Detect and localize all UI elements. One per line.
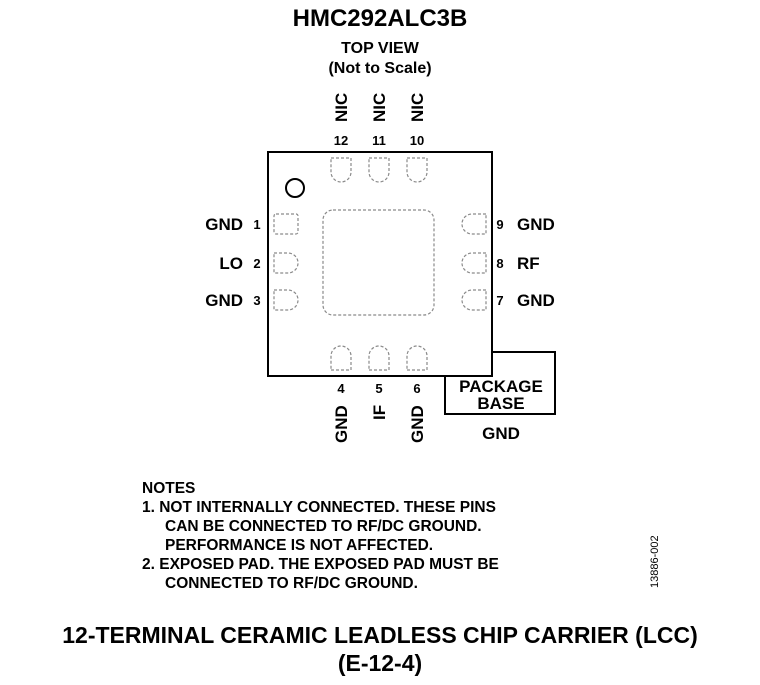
- note-2-line-1: 2. EXPOSED PAD. THE EXPOSED PAD MUST BE: [142, 556, 499, 573]
- pin-5-number: 5: [375, 381, 382, 396]
- pin-8-number: 8: [496, 256, 503, 271]
- note-1-line-1: 1. NOT INTERNALLY CONNECTED. THESE PINS: [142, 499, 496, 516]
- pin-3-pad: [273, 289, 299, 311]
- pin-5-pad: [368, 345, 390, 371]
- top-view-label: TOP VIEW: [341, 40, 420, 57]
- pin-12-label: NIC: [332, 93, 351, 122]
- note-1-line-2: CAN BE CONNECTED TO RF/DC GROUND.: [165, 518, 482, 535]
- pin-2-pad: [273, 252, 299, 274]
- pin-8-pad: [461, 252, 487, 274]
- pin-9-pad: [461, 213, 487, 235]
- pin-1-pad: [273, 213, 299, 235]
- pin-10-number: 10: [410, 133, 424, 148]
- pin-8-label: RF: [517, 254, 540, 273]
- pin-6-label: GND: [408, 405, 427, 443]
- part-number-title: HMC292ALC3B: [293, 5, 468, 32]
- pin1-indicator-icon: [285, 178, 305, 198]
- pin-10-label: NIC: [408, 93, 427, 122]
- pin-3-number: 3: [253, 293, 260, 308]
- package-base-line1: PACKAGE: [459, 377, 543, 396]
- pin-9-label: GND: [517, 215, 555, 234]
- note-1-line-3: PERFORMANCE IS NOT AFFECTED.: [165, 537, 433, 554]
- figure-code: 13886-002: [649, 535, 661, 588]
- pin-11-pad: [368, 157, 390, 183]
- not-to-scale-label: (Not to Scale): [328, 60, 431, 77]
- pin-3-label: GND: [205, 291, 243, 310]
- pin-7-label: GND: [517, 291, 555, 310]
- pin-1-number: 1: [253, 217, 260, 232]
- pin-1-label: GND: [205, 215, 243, 234]
- package-base-gnd-label: GND: [482, 424, 520, 443]
- pin-7-number: 7: [496, 293, 503, 308]
- exposed-pad: [322, 209, 435, 316]
- package-description: 12-TERMINAL CERAMIC LEADLESS CHIP CARRIE…: [62, 622, 698, 648]
- pin-9-number: 9: [496, 217, 503, 232]
- pin-2-label: LO: [219, 254, 243, 273]
- pin-5-label: IF: [370, 405, 389, 420]
- chip-body: [267, 151, 493, 377]
- pin-4-number: 4: [337, 381, 345, 396]
- pin-2-number: 2: [253, 256, 260, 271]
- pin-12-number: 12: [334, 133, 348, 148]
- package-base-line2: BASE: [477, 394, 524, 413]
- pin-11-label: NIC: [370, 93, 389, 122]
- package-code: (E-12-4): [338, 650, 422, 676]
- pin-10-pad: [406, 157, 428, 183]
- pin-4-pad: [330, 345, 352, 371]
- pin-7-pad: [461, 289, 487, 311]
- pin-12-pad: [330, 157, 352, 183]
- pin-6-pad: [406, 345, 428, 371]
- pin-11-number: 11: [372, 133, 386, 148]
- pin-6-number: 6: [413, 381, 420, 396]
- pin-4-label: GND: [332, 405, 351, 443]
- notes-heading: NOTES: [142, 480, 195, 497]
- note-2-line-2: CONNECTED TO RF/DC GROUND.: [165, 575, 418, 592]
